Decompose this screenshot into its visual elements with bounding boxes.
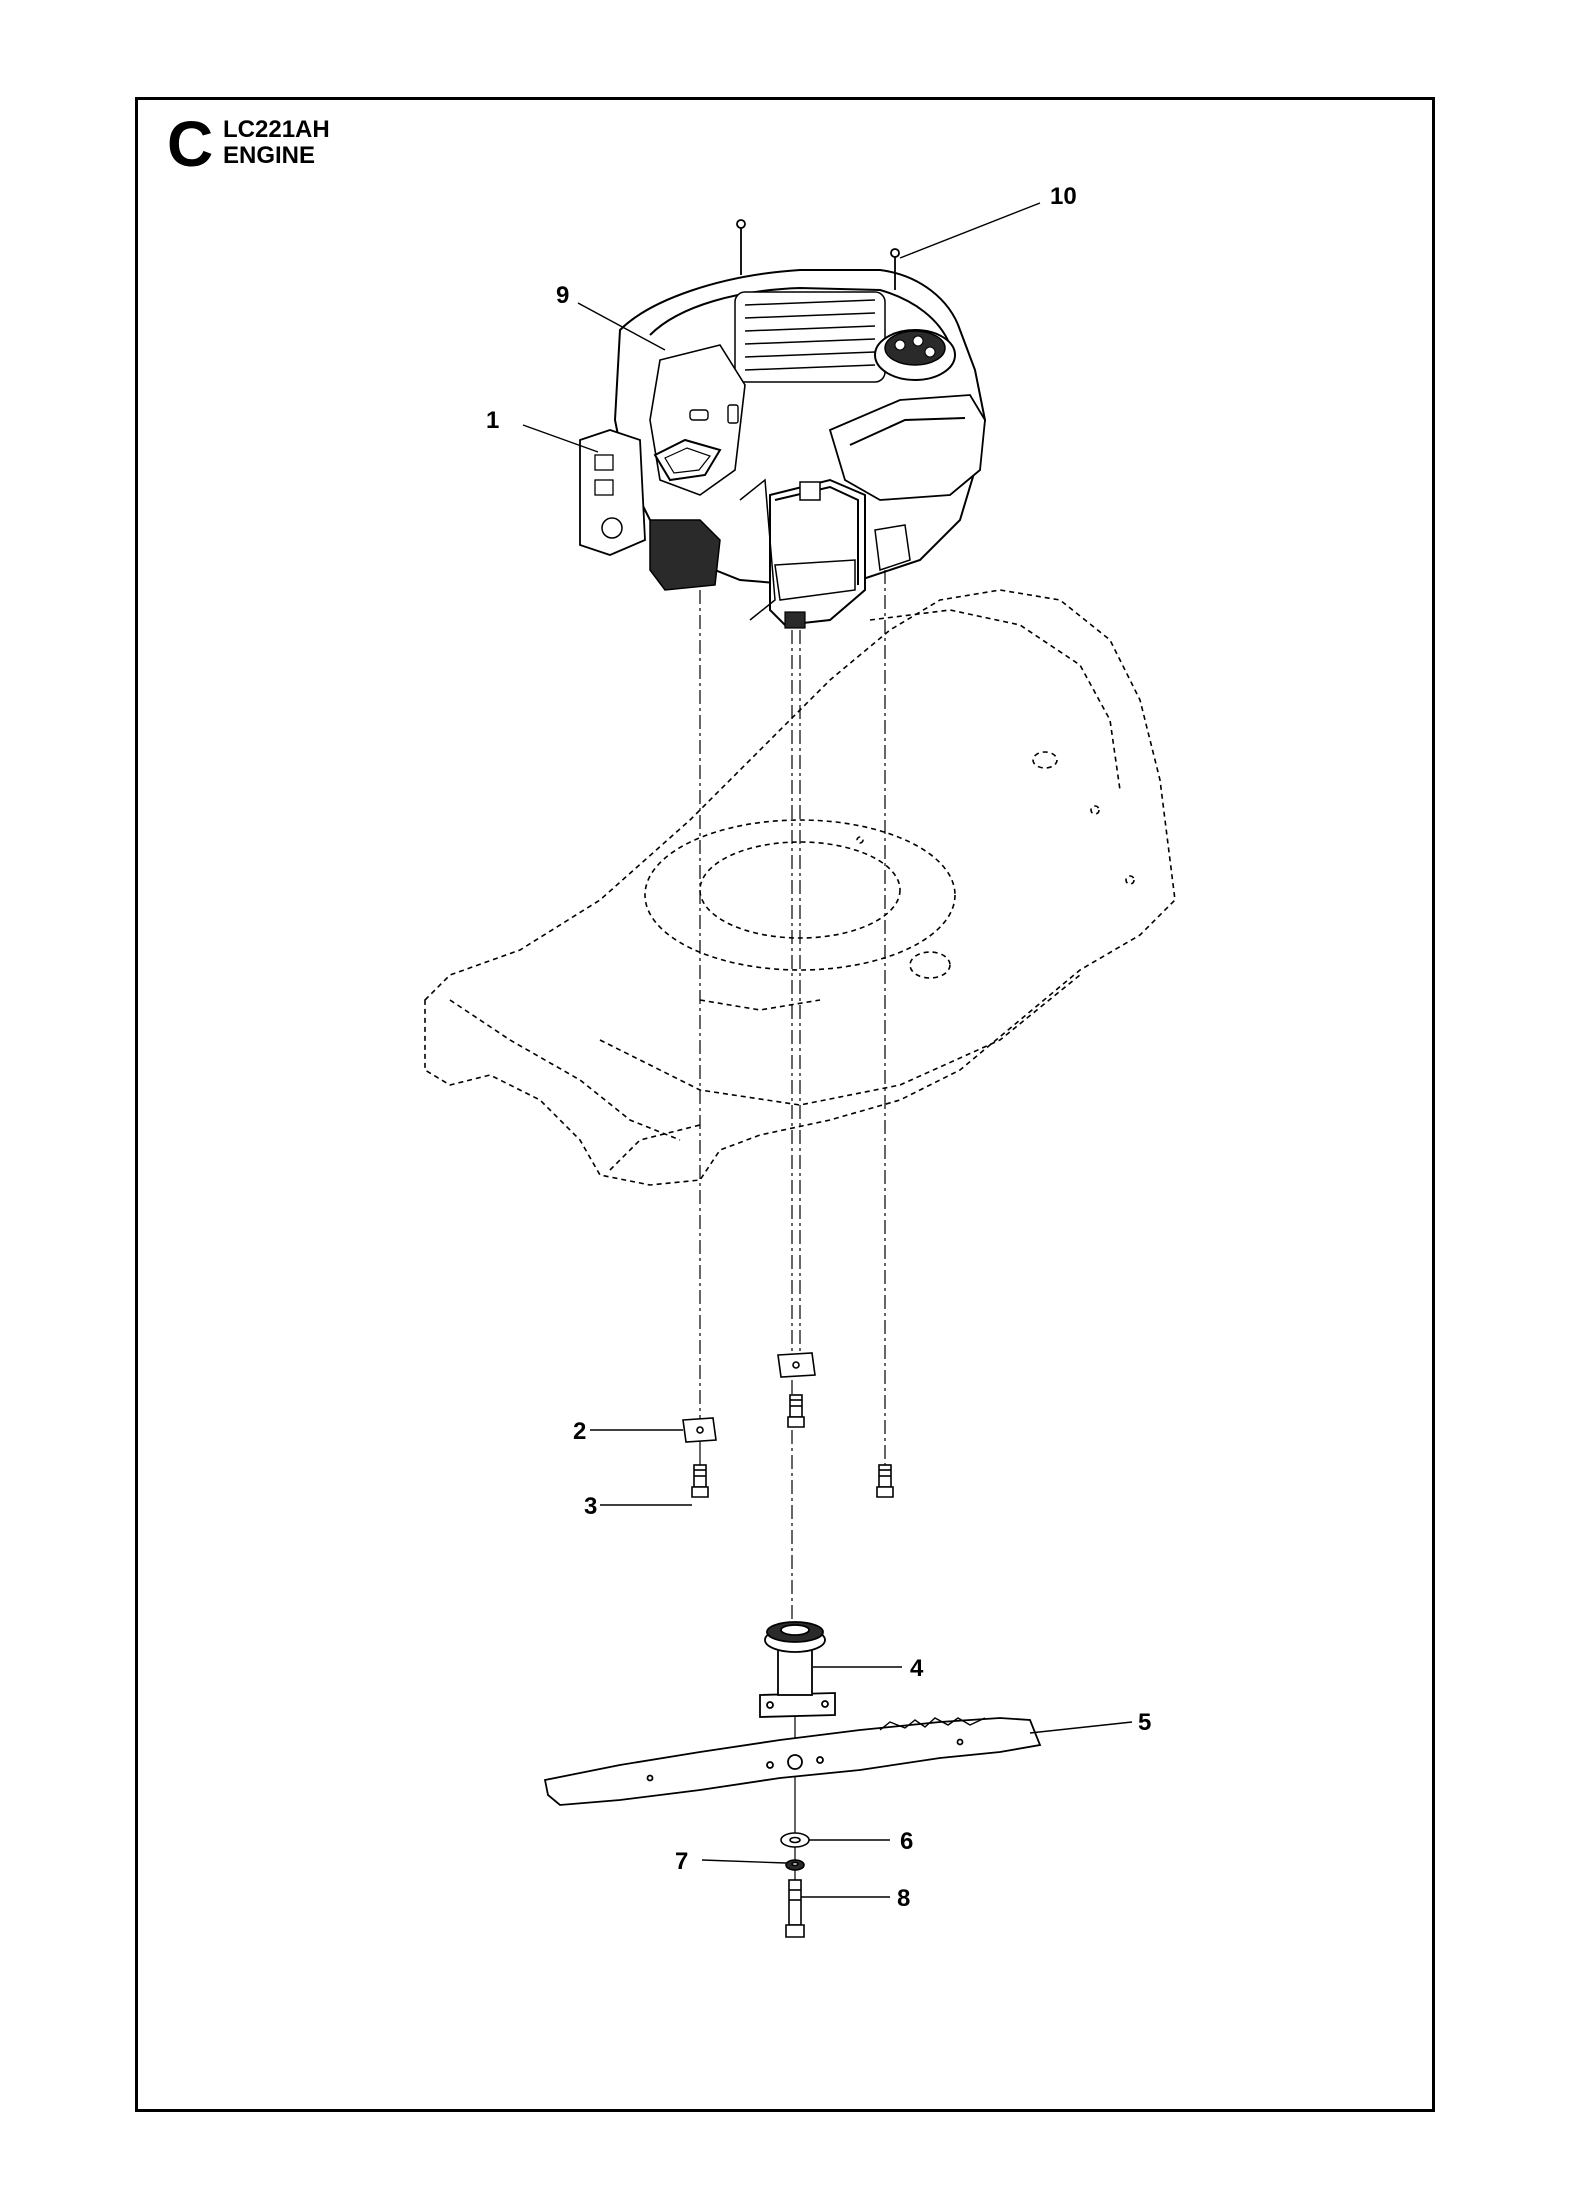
screw-part-10	[890, 248, 900, 290]
engine-grille	[734, 291, 886, 383]
callout-5: 5	[1138, 1709, 1151, 1736]
callout-7: 7	[675, 1848, 688, 1875]
callout-labels: 1 2 3 4 5 6 7 8 9 10	[486, 183, 1151, 1912]
callout-6: 6	[900, 1828, 913, 1855]
washer-part-6	[780, 1832, 810, 1848]
drawing-frame	[135, 97, 1435, 2112]
callout-1: 1	[486, 407, 499, 434]
callout-9: 9	[556, 282, 569, 309]
callout-2: 2	[573, 1418, 586, 1445]
bolt-part-8	[785, 1879, 805, 1938]
model-code: LC221AH	[223, 116, 330, 143]
callout-8: 8	[897, 1885, 910, 1912]
section-letter: C	[167, 108, 214, 180]
callout-3: 3	[584, 1493, 597, 1520]
plate-part-2	[682, 1352, 816, 1443]
callout-leader-lines	[522, 202, 1133, 1898]
screw-part-9-top	[736, 219, 746, 275]
lock-washer-part-7	[785, 1859, 805, 1871]
engine-assembly	[579, 269, 987, 629]
callout-10: 10	[1050, 183, 1077, 210]
section-title: ENGINE	[223, 142, 316, 169]
blade-part-5	[543, 1717, 1042, 1806]
bolt-part-3	[691, 1394, 894, 1498]
callout-4: 4	[910, 1655, 924, 1682]
blade-adapter-part-4	[759, 1621, 836, 1718]
section-header: LC221AH ENGINE	[223, 117, 330, 169]
